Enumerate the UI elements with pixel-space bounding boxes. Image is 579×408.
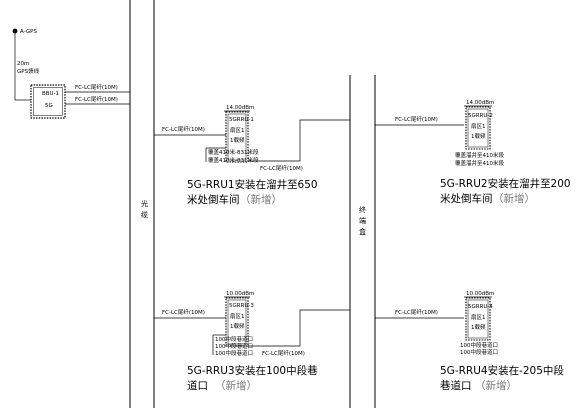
rru1-caption-1: 5G-RRU1安装在溜井至650 bbox=[187, 178, 318, 191]
rru1-name: 5GRRU-1 bbox=[229, 117, 254, 123]
rru2-box bbox=[465, 106, 491, 150]
rru4-power: 10.00dBm bbox=[466, 291, 494, 297]
rru4-name: 5GRRU-4 bbox=[468, 304, 493, 310]
rru1-box bbox=[225, 111, 249, 163]
rru2-name: 5GRRU-2 bbox=[468, 113, 493, 119]
rru2-power: 14.00dBm bbox=[466, 100, 494, 106]
rru4-caption-1: 5G-RRU4安装在-205中段 bbox=[440, 364, 564, 377]
rru3-caption-2: 道口 bbox=[187, 379, 208, 392]
trunk-label-char-2: 缆 bbox=[141, 210, 148, 219]
rru3-power: 10.00dBm bbox=[226, 291, 254, 297]
gps-cable-length: 20m bbox=[17, 61, 29, 67]
rru1-fiber-out-label: FC-LC尾纤(10M) bbox=[260, 164, 303, 172]
gps-label: A-GPS bbox=[20, 29, 37, 35]
rru2-new-tag: （新增） bbox=[493, 192, 535, 205]
bbu-fiber-1-label: FC-LC尾纤(10M) bbox=[75, 83, 118, 91]
rru1-box-inner bbox=[227, 113, 247, 161]
rru4-group: FC-LC尾纤(10M) 10.00dBm 5GRRU-4 扇区1 1载频 10… bbox=[375, 291, 564, 392]
rru4-coverage-1: 100中段巷道口 bbox=[460, 341, 498, 349]
rru3-new-tag: （新增） bbox=[215, 379, 257, 392]
junction-label-char-1: 终 bbox=[359, 205, 366, 214]
rru1-fiber-out bbox=[248, 119, 350, 162]
rru1-new-tag: （新增） bbox=[240, 193, 282, 206]
gps-antenna-icon bbox=[12, 28, 18, 34]
rru3-caption-1: 5G-RRU3安装在100中段巷 bbox=[187, 364, 318, 377]
rru1-caption-2: 米处倒车间 bbox=[187, 193, 240, 206]
rru2-caption-2: 米处倒车间 bbox=[440, 192, 493, 205]
rru4-carrier: 1载频 bbox=[471, 323, 486, 331]
junction-label-char-2: 端 bbox=[359, 216, 366, 225]
rru1-group: FC-LC尾纤(10M) FC-LC尾纤(10M) 14.00dBm 5GRRU… bbox=[154, 105, 350, 206]
rru1-power: 14.00dBm bbox=[226, 105, 254, 111]
rru4-coverage-2: 100中段巷道口 bbox=[460, 348, 498, 356]
rru2-group: FC-LC尾纤(10M) 14.00dBm 5GRRU-2 扇区1 1载频 覆盖… bbox=[375, 100, 571, 205]
rru4-box bbox=[465, 297, 491, 341]
bbu-name: BBU-1 bbox=[42, 91, 59, 97]
rru3-carrier: 1载频 bbox=[230, 322, 245, 330]
rru3-coverage-3: 100中段巷道口 bbox=[215, 349, 253, 357]
rru4-new-tag: （新增） bbox=[475, 379, 517, 392]
bbu-fiber-2-label: FC-LC尾纤(10M) bbox=[75, 95, 118, 103]
trunk-label-char-1: 光 bbox=[141, 199, 148, 208]
bbu-band: 5G bbox=[45, 103, 53, 109]
rru3-group: FC-LC尾纤(10M) FC-LC尾纤(10M) 10.00dBm 5GRRU… bbox=[154, 291, 350, 392]
rru1-carrier: 1载频 bbox=[230, 136, 245, 144]
rru1-sector: 扇区1 bbox=[230, 126, 245, 134]
gps-cable-label: GPS馈线 bbox=[17, 67, 40, 75]
rru4-sector: 扇区1 bbox=[471, 313, 486, 321]
rru4-box-inner bbox=[467, 299, 489, 339]
rru1-coverage-1: 覆盖410米-831米段 bbox=[208, 148, 259, 156]
rru3-coverage-2: 100中段巷道口 bbox=[215, 342, 253, 350]
rru2-box-inner bbox=[467, 108, 489, 148]
rru2-coverage-1: 覆盖溜井至410米段 bbox=[455, 151, 504, 159]
rru2-caption-1: 5G-RRU2安装在溜井至200 bbox=[440, 177, 571, 190]
rru4-fiber-in-label: FC-LC尾纤(10M) bbox=[395, 308, 438, 316]
rru3-coverage-1: 100中段巷道口 bbox=[215, 335, 253, 343]
rru3-name: 5GRRU-3 bbox=[229, 303, 254, 309]
rru3-box-inner bbox=[227, 299, 247, 345]
rru3-fiber-in-label: FC-LC尾纤(10M) bbox=[162, 308, 205, 316]
rru3-sector: 扇区1 bbox=[230, 312, 245, 320]
rru4-caption-2: 巷道口 bbox=[440, 379, 472, 392]
rru2-sector: 扇区1 bbox=[471, 122, 486, 130]
rru1-fiber-in-label: FC-LC尾纤(10M) bbox=[162, 125, 205, 133]
rru3-fiber-out bbox=[248, 309, 350, 347]
bbu-unit: BBU-1 5G bbox=[30, 84, 66, 119]
junction-label-char-3: 盒 bbox=[359, 227, 366, 236]
rru1-coverage-2: 覆盖410米-831米段 bbox=[208, 156, 259, 164]
rru3-box bbox=[225, 297, 249, 347]
rru3-fiber-out-label: FC-LC尾纤(10M) bbox=[262, 349, 305, 357]
rru2-carrier: 1载频 bbox=[471, 132, 486, 140]
rru2-coverage-2: 覆盖溜井至410米段 bbox=[455, 159, 504, 167]
rru2-fiber-in-label: FC-LC尾纤(10M) bbox=[395, 115, 438, 123]
